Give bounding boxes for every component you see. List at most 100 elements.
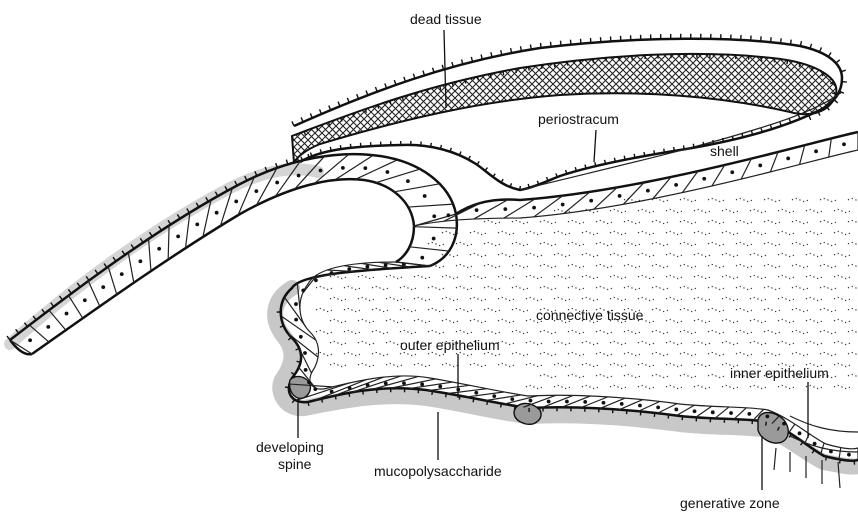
stipple-mark: [624, 287, 640, 290]
stipple-mark: [540, 265, 556, 268]
cell-wall: [408, 204, 453, 207]
spike: [605, 160, 606, 164]
stipple-mark: [764, 309, 780, 312]
cell-wall: [429, 385, 470, 390]
stipple-mark: [470, 298, 486, 301]
cell-nucleus: [46, 325, 50, 329]
cell-nucleus: [492, 394, 496, 398]
stipple-mark: [428, 287, 444, 290]
stipple-mark: [512, 309, 528, 312]
stipple-mark: [694, 232, 710, 235]
cell-wall: [128, 253, 134, 283]
stipple-mark: [736, 199, 752, 202]
stipple-mark: [750, 276, 766, 279]
label-outer-epithelium: outer epithelium: [400, 337, 500, 353]
cell-nucleus: [620, 402, 624, 406]
cell-nucleus: [786, 157, 790, 161]
cell-nucleus: [814, 149, 818, 153]
stipple-mark: [708, 331, 724, 334]
stipple-mark: [372, 353, 388, 356]
cell-nucleus: [646, 189, 650, 193]
spike: [503, 71, 504, 75]
stipple-mark: [610, 210, 626, 213]
stipple-mark: [708, 265, 724, 268]
stipple-mark: [484, 331, 500, 334]
cell-nucleus: [319, 169, 323, 173]
stipple-mark: [820, 353, 836, 356]
stipple-mark: [330, 364, 346, 367]
cell-nucleus: [702, 177, 706, 181]
stipple-mark: [722, 276, 738, 279]
stipple-mark: [750, 320, 766, 323]
stipple-mark: [680, 353, 696, 356]
stipple-mark: [498, 298, 514, 301]
stipple-mark: [722, 320, 738, 323]
stipple-mark: [792, 221, 808, 224]
cell-nucleus: [120, 272, 124, 276]
stipple-mark: [652, 243, 668, 246]
stipple-mark: [680, 243, 696, 246]
stipple-mark: [638, 232, 654, 235]
cell-nucleus: [420, 382, 424, 386]
cell-nucleus: [674, 408, 678, 412]
stipple-mark: [708, 287, 724, 290]
cell-nucleus: [138, 259, 142, 263]
spike: [477, 161, 479, 164]
stipple-mark: [470, 254, 486, 257]
cell-wall: [486, 395, 522, 401]
stipple-mark: [834, 386, 850, 389]
spike: [340, 145, 341, 149]
spike: [836, 60, 840, 63]
stipple-mark: [736, 265, 752, 268]
stipple-mark: [722, 210, 738, 213]
stipple-mark: [792, 287, 808, 290]
cell-nucleus: [547, 400, 551, 404]
stipple-mark: [470, 232, 486, 235]
stipple-mark: [638, 298, 654, 301]
stipple-mark: [344, 331, 360, 334]
stipple-mark: [540, 375, 556, 378]
cell-nucleus: [432, 237, 436, 241]
stipple-mark: [330, 342, 346, 345]
stipple-mark: [820, 243, 836, 246]
stipple-mark: [596, 331, 612, 334]
spike: [490, 74, 491, 78]
stipple-mark: [358, 298, 374, 301]
spike: [809, 115, 811, 120]
stipple-mark: [764, 265, 780, 268]
cell-wall: [715, 407, 729, 418]
stipple-mark: [414, 320, 430, 323]
stipple-mark: [610, 342, 626, 345]
stipple-mark: [778, 210, 794, 213]
cell-wall: [789, 424, 795, 432]
stipple-mark: [470, 276, 486, 279]
spike: [322, 399, 323, 403]
stipple-mark: [596, 375, 612, 378]
stipple-mark: [694, 276, 710, 279]
bump-mid: [514, 403, 541, 424]
cell-nucleus: [432, 214, 436, 218]
cell-wall: [394, 184, 439, 192]
stipple-mark: [554, 232, 570, 235]
stipple-mark: [652, 375, 668, 378]
cell-wall: [391, 379, 436, 388]
stipple-mark: [666, 386, 682, 389]
cell-wall: [149, 239, 151, 271]
stipple-mark: [680, 265, 696, 268]
connective-tissue-texture: [316, 199, 858, 389]
stipple-mark: [456, 331, 472, 334]
cell-wall: [696, 406, 712, 417]
label-inner-epithelium: inner epithelium: [730, 365, 829, 381]
cell-nucleus: [475, 208, 479, 212]
stipple-mark: [666, 254, 682, 257]
stipple-mark: [372, 331, 388, 334]
cell-nucleus: [798, 431, 802, 435]
stipple-mark: [764, 331, 780, 334]
stipple-mark: [358, 364, 374, 367]
stipple-mark: [624, 265, 640, 268]
cell-nucleus: [234, 200, 238, 204]
stipple-mark: [400, 287, 416, 290]
stipple-mark: [526, 386, 542, 389]
spike: [624, 156, 625, 160]
stipple-mark: [442, 298, 458, 301]
